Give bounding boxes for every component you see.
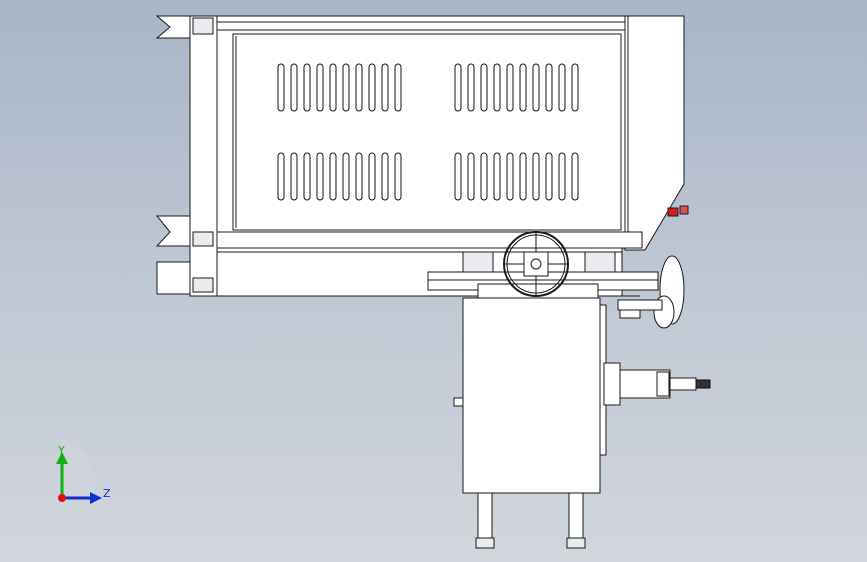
vent-slot [545,152,553,201]
slide-assembly [427,251,659,299]
vent-slot [381,152,389,201]
vent-slot [493,63,501,112]
vent-slot [290,152,298,201]
lower-cabinet [453,297,607,549]
vent-slot [368,152,376,201]
z-axis-label: Z [103,487,111,500]
vent-slot [342,152,350,201]
handwheel-front-icon[interactable] [503,231,569,297]
y-axis-label: Y [57,444,65,457]
vent-slot [316,63,324,112]
vent-slot [355,63,363,112]
vent-slot [558,63,566,112]
vent-slot [394,63,402,112]
vent-slot [329,152,337,201]
vent-slot [532,152,540,201]
vent-slot-grid [277,63,579,201]
vent-slot [303,152,311,201]
vent-slot [480,152,488,201]
vent-slot [558,152,566,201]
vent-slot [329,63,337,112]
vent-slot [290,63,298,112]
vent-slot [467,152,475,201]
vent-slot [519,152,527,201]
vent-slot [506,152,514,201]
vent-slot [506,63,514,112]
vent-slot [571,152,579,201]
vent-slot [342,63,350,112]
vent-slot [532,63,540,112]
vent-slot [277,63,285,112]
vent-slot [545,63,553,112]
vent-slot [454,152,462,201]
vent-slot [571,63,579,112]
vent-slot [381,63,389,112]
vent-slot [480,63,488,112]
vent-slot [355,152,363,201]
cylinder-actuator [603,362,711,406]
orientation-triad: Y Z [56,440,111,504]
vent-slot [519,63,527,112]
vent-slot [316,152,324,201]
vent-slot [467,63,475,112]
vent-slot [303,63,311,112]
handwheel-side-icon[interactable] [617,255,685,329]
vent-slot [454,63,462,112]
vent-slot [493,152,501,201]
vent-slot [394,152,402,201]
vent-slot [368,63,376,112]
vent-slot [277,152,285,201]
